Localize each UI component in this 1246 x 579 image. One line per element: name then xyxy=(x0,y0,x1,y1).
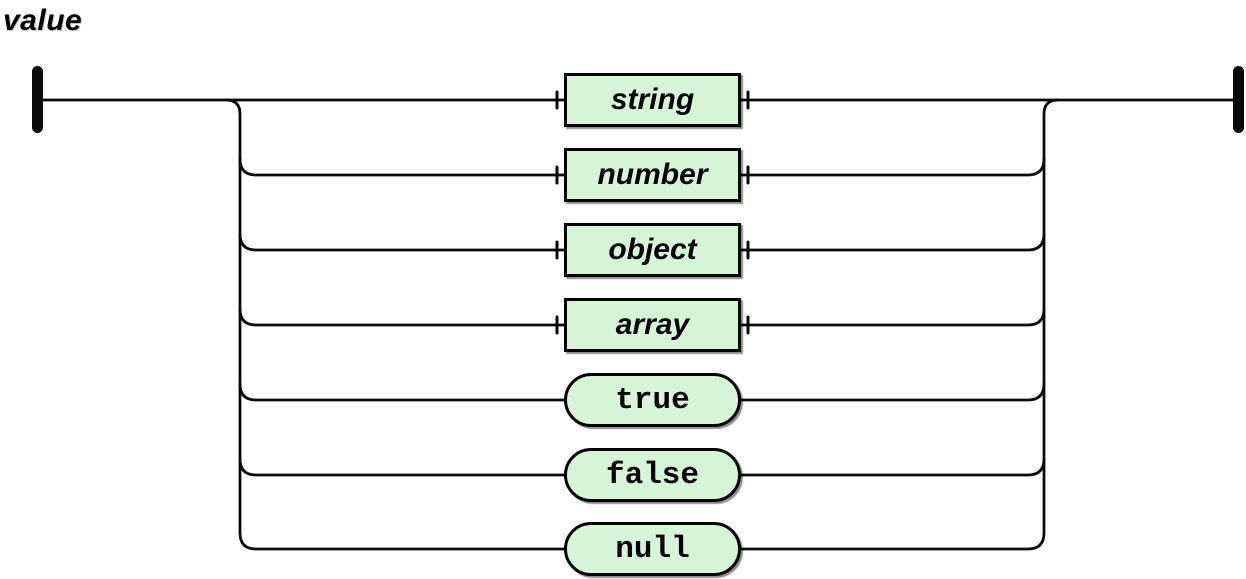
branch-left-row4 xyxy=(238,382,566,402)
branch-left-row2 xyxy=(238,232,566,252)
node-array: array xyxy=(564,298,741,352)
connector-ticks xyxy=(555,90,750,335)
diagram-title: value xyxy=(3,4,83,37)
start-marker xyxy=(32,66,43,133)
branch-right-row2 xyxy=(739,232,1046,252)
branch-left-row5 xyxy=(238,457,566,477)
node-true: true xyxy=(564,373,741,427)
node-string: string xyxy=(564,73,741,127)
branch-left xyxy=(224,98,566,551)
branch-right-row5 xyxy=(739,457,1046,477)
node-object: object xyxy=(564,223,741,277)
branch-right-row3 xyxy=(739,307,1046,327)
branch-right-row4 xyxy=(739,382,1046,402)
end-marker xyxy=(1233,66,1244,133)
node-false: false xyxy=(564,448,741,502)
branch-left-row3 xyxy=(238,307,566,327)
node-null: null xyxy=(564,522,741,576)
branch-right-row1 xyxy=(739,157,1046,177)
node-number: number xyxy=(564,148,741,202)
branch-right xyxy=(739,98,1060,551)
branch-left-row1 xyxy=(238,157,566,177)
